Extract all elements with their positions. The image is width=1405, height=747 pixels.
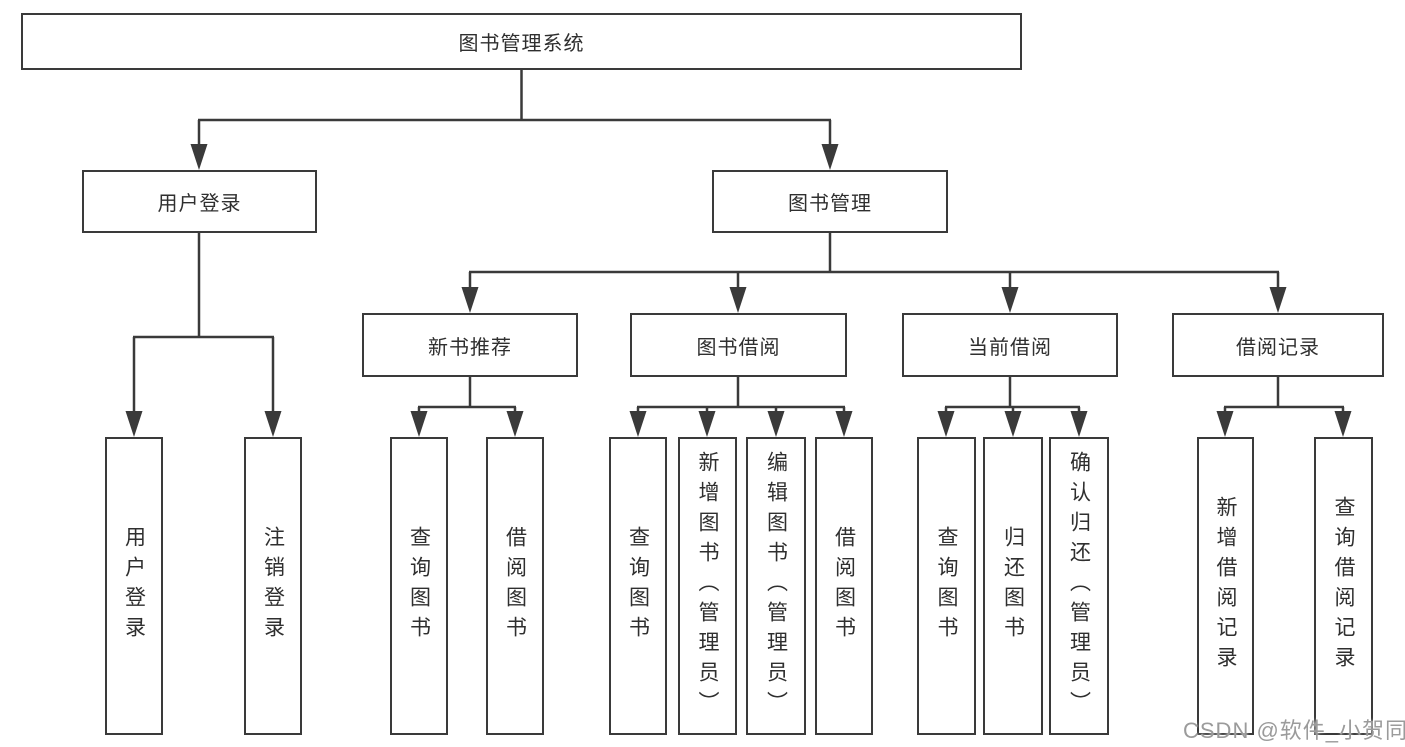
node-root: 图书管理系统 <box>21 13 1022 70</box>
leaf-label: 确认归还（管理员） <box>1067 451 1091 721</box>
leaf-new-books-borrow: 借阅图书 <box>486 437 544 735</box>
watermark: CSDN @软件_小贺同学 <box>1183 718 1405 743</box>
connector-new-books <box>417 377 517 415</box>
leaf-borrow-edit-admin: 编辑图书（管理员） <box>746 437 806 735</box>
leaf-label: 查询图书 <box>626 526 650 646</box>
leaf-label: 查询借阅记录 <box>1332 496 1355 676</box>
leaf-records-add: 新增借阅记录 <box>1197 437 1254 735</box>
node-new-book-recommend-label: 新书推荐 <box>428 336 512 359</box>
arrow-icon <box>1001 287 1019 313</box>
arrow-icon <box>767 411 785 437</box>
arrow-icon <box>1334 411 1352 437</box>
leaf-label: 注销登录 <box>261 526 285 646</box>
leaf-label: 查询图书 <box>935 526 958 646</box>
arrow-icon <box>937 411 955 437</box>
arrow-icon <box>1070 411 1088 437</box>
leaf-borrow-borrow: 借阅图书 <box>815 437 873 735</box>
leaf-logout: 注销登录 <box>244 437 302 735</box>
connector-book-borrow <box>636 377 846 415</box>
leaf-label: 用户登录 <box>122 526 146 646</box>
node-borrow-records: 借阅记录 <box>1172 313 1384 377</box>
arrow-icon <box>698 411 716 437</box>
node-current-borrow: 当前借阅 <box>902 313 1118 377</box>
arrow-icon <box>821 144 839 170</box>
arrow-icon <box>506 411 524 437</box>
arrow-icon <box>410 411 428 437</box>
arrow-icon <box>629 411 647 437</box>
node-book-management-label: 图书管理 <box>788 193 872 215</box>
leaf-records-query: 查询借阅记录 <box>1314 437 1373 735</box>
leaf-label: 归还图书 <box>1001 526 1025 646</box>
leaf-user-login: 用户登录 <box>105 437 163 735</box>
leaf-current-return: 归还图书 <box>983 437 1043 735</box>
leaf-borrow-query: 查询图书 <box>609 437 667 735</box>
arrow-icon <box>125 411 143 437</box>
node-user-login-label: 用户登录 <box>157 193 242 215</box>
leaf-label: 借阅图书 <box>503 526 527 646</box>
leaf-current-confirm-return: 确认归还（管理员） <box>1049 437 1109 735</box>
leaf-borrow-add-admin: 新增图书（管理员） <box>678 437 737 735</box>
node-user-login: 用户登录 <box>82 170 317 233</box>
connector-book-management <box>468 233 1280 292</box>
node-book-borrow-label: 图书借阅 <box>696 336 781 359</box>
arrow-icon <box>835 411 853 437</box>
leaf-label: 编辑图书（管理员） <box>764 451 788 721</box>
node-new-book-recommend: 新书推荐 <box>362 313 578 377</box>
leaf-current-query: 查询图书 <box>917 437 976 735</box>
arrow-icon <box>729 287 747 313</box>
arrow-icon <box>461 287 479 313</box>
connector-current-borrow <box>944 377 1081 415</box>
arrow-icon <box>1004 411 1022 437</box>
leaf-label: 新增图书（管理员） <box>696 451 719 721</box>
connector-borrow-records <box>1223 377 1345 415</box>
node-borrow-records-label: 借阅记录 <box>1236 336 1320 359</box>
connector-root <box>197 70 832 148</box>
arrow-icon <box>1216 411 1234 437</box>
arrowheads <box>125 144 1352 437</box>
node-book-management: 图书管理 <box>712 170 948 233</box>
leaf-label: 新增借阅记录 <box>1214 496 1237 676</box>
node-root-label: 图书管理系统 <box>458 33 585 55</box>
leaf-new-books-query: 查询图书 <box>390 437 448 735</box>
node-book-borrow: 图书借阅 <box>630 313 847 377</box>
arrow-icon <box>264 411 282 437</box>
leaf-label: 借阅图书 <box>832 526 856 646</box>
leaf-label: 查询图书 <box>407 526 431 646</box>
node-current-borrow-label: 当前借阅 <box>968 336 1052 359</box>
arrow-icon <box>1269 287 1287 313</box>
arrow-icon <box>190 144 208 170</box>
connector-user-login <box>132 233 275 415</box>
